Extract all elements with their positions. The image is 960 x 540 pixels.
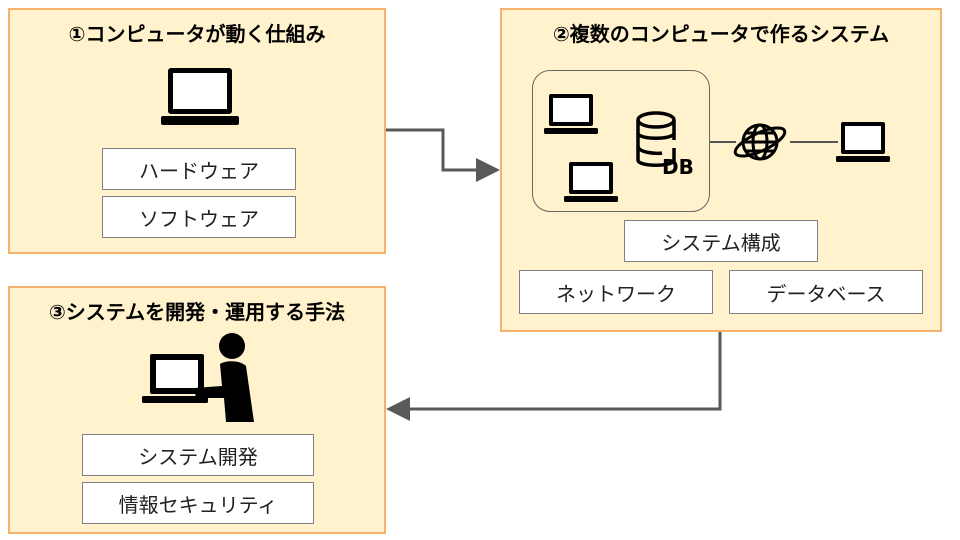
network-label: ネットワーク [519, 270, 713, 314]
hardware-label: ハードウェア [102, 148, 296, 190]
database-icon: DB [636, 111, 694, 179]
person-at-computer-icon [142, 333, 254, 422]
information-security-label: 情報セキュリティ [82, 482, 314, 524]
network-lines [710, 141, 838, 143]
laptop-icon [836, 122, 890, 162]
panel-multi-computer-system: ②複数のコンピュータで作るシステム DB [500, 8, 942, 332]
system-config-label: システム構成 [624, 220, 818, 262]
arrow-panel1-to-panel2 [386, 128, 500, 182]
software-label: ソフトウェア [102, 196, 296, 238]
db-label: DB [662, 155, 694, 179]
laptop-icon [564, 162, 618, 202]
panel2-title: ②複数のコンピュータで作るシステム [552, 22, 890, 46]
panel-computer-mechanism: ①コンピュータが動く仕組み ハードウェア ソフトウェア [8, 8, 386, 254]
panel-dev-ops-methods: ③システムを開発・運用する手法 システム開発 情報セキュリティ [8, 286, 386, 534]
laptop-icon [161, 68, 239, 125]
panel3-title: ③システムを開発・運用する手法 [48, 300, 346, 324]
panel1-title: ①コンピュータが動く仕組み [68, 22, 326, 46]
database-label: データベース [729, 270, 923, 314]
arrow-panel2-to-panel3 [386, 332, 722, 421]
laptop-icon [544, 94, 598, 134]
globe-network-icon [733, 123, 787, 161]
system-development-label: システム開発 [82, 434, 314, 476]
server-group [532, 70, 710, 212]
